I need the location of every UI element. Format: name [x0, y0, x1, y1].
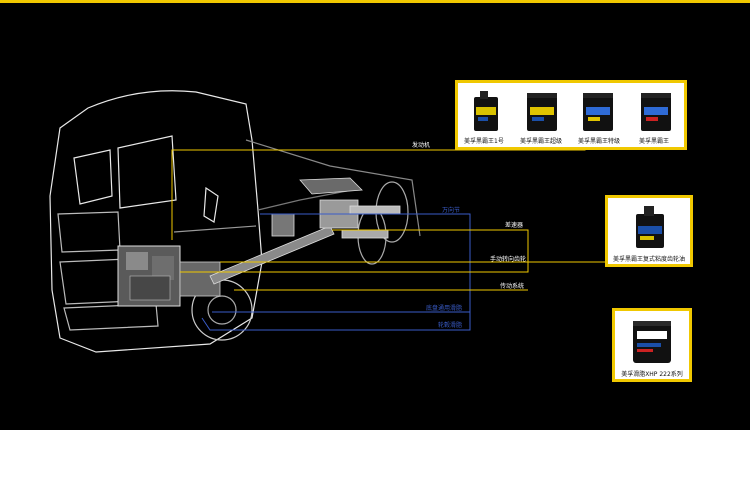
- oil-bucket-icon: [527, 93, 557, 131]
- product-caption: 美孚滑脂XHP 222系列: [621, 371, 683, 378]
- grease-card: 美孚滑脂XHP 222系列: [612, 308, 692, 382]
- diagram-panel: 发动机 万向节 差速器 手动转向齿轮 传动系统 底盘通用滑脂 轮毂滑脂: [0, 0, 750, 430]
- product-caption: 美孚黑霸王1号: [464, 138, 504, 145]
- grease-tub-icon: [633, 321, 671, 363]
- label-chassis-grease: 底盘通用滑脂: [426, 305, 463, 312]
- callout-lines: [171, 142, 605, 331]
- product-caption: 美孚黑霸王复式粘度齿轮油: [612, 256, 685, 263]
- truck-lubrication-diagram: [49, 90, 605, 353]
- label-differential: 差速器: [505, 222, 524, 229]
- oil-bucket-icon: [641, 93, 671, 131]
- engine-block: [117, 245, 221, 307]
- product-caption: 美孚黑霸王超级: [520, 138, 563, 145]
- oil-bottle-icon: [474, 91, 498, 131]
- differential-line: [180, 229, 529, 273]
- oil-bottle-icon: [636, 206, 664, 248]
- gear-oil-card: 美孚黑霸王复式粘度齿轮油: [605, 195, 693, 267]
- label-hub-grease: 轮毂滑脂: [438, 322, 463, 329]
- label-universal-joint: 万向节: [442, 207, 461, 214]
- hub-line: [201, 310, 471, 331]
- engine-line: [171, 142, 586, 240]
- driveline: [209, 177, 401, 285]
- top-accent-bar: [0, 0, 750, 3]
- label-engine: 发动机: [412, 142, 431, 149]
- engine-oil-card: 美孚黑霸王1号 美孚黑霸王超级 美孚黑霸王特级 美孚黑霸王: [455, 80, 687, 150]
- product-caption: 美孚黑霸王特级: [578, 138, 621, 145]
- product-caption: 美孚黑霸王: [639, 138, 670, 145]
- label-drive-system: 传动系统: [500, 283, 525, 290]
- label-manual-gearbox: 手动转向齿轮: [490, 256, 527, 263]
- truck-illustration: [49, 90, 421, 353]
- oil-bucket-icon: [583, 93, 613, 131]
